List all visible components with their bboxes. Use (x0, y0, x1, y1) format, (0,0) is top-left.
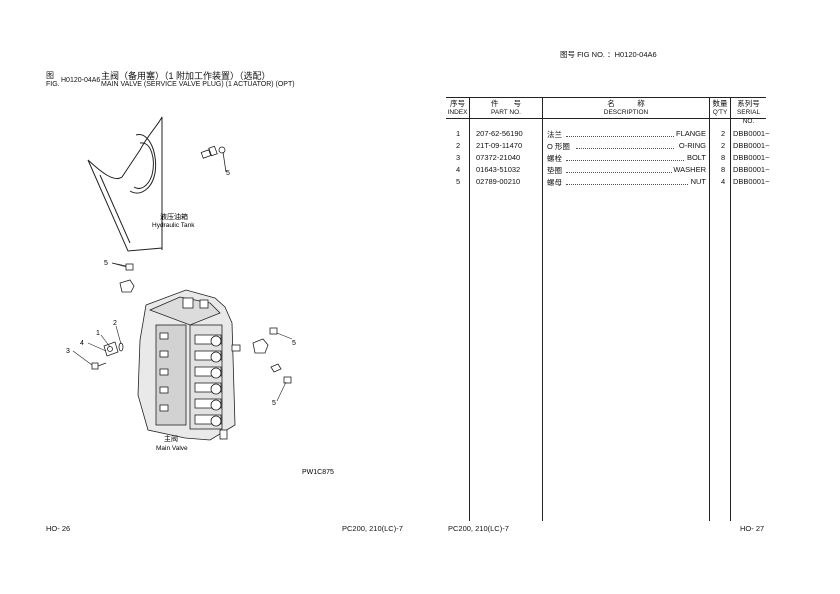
header-serial-en: SERIAL NO. (736, 109, 761, 125)
right-fittings (219, 327, 292, 440)
row-desc-en: FLANGE (675, 129, 706, 138)
right-fig-number: 图号 FIG NO. ：H0120-04A6 (560, 50, 657, 59)
page-title-en: MAIN VALVE (SERVICE VALVE PLUG) (1 ACTUA… (101, 81, 295, 88)
row-serial: DBB0001~ (733, 129, 770, 138)
row-desc-en: NUT (690, 177, 706, 186)
row-part-no: 07372-21040 (476, 153, 521, 162)
header-desc-zh: 名 称 (607, 99, 645, 108)
hydraulic-tank-label-zh: 液压油箱 (160, 212, 188, 221)
callout-number: 5 (272, 400, 276, 407)
fig-label-zh: 图 (46, 71, 54, 80)
row-desc-en: BOLT (686, 153, 706, 162)
callout-number: 5 (104, 260, 108, 267)
row-serial: DBB0001~ (733, 153, 770, 162)
table-row: 2 21T-09-11470 O 形圈 O-RING 2 DBB0001~ (446, 141, 770, 153)
fitting-near-tank (200, 145, 227, 173)
callout-number: 5 (292, 340, 296, 347)
table-row: 5 02789-00210 螺母 NUT 4 DBB0001~ (446, 177, 770, 189)
row-desc-en: WASHER (673, 165, 706, 174)
callout-number: 2 (113, 320, 117, 327)
header-desc-en: DESCRIPTION (603, 109, 649, 116)
fig-number: H0120-04A6 (61, 77, 101, 84)
leader-lines (72, 262, 293, 402)
fig-label-en: FIG. (46, 81, 60, 88)
row-desc-zh: 法兰 (547, 130, 562, 139)
main-valve-label-zh: 主阀 (164, 434, 178, 443)
main-valve-label-en: Main Valve (156, 445, 188, 452)
upper-left-fitting (111, 262, 135, 293)
row-qty: 8 (721, 153, 726, 162)
leader-dots (566, 154, 684, 161)
row-part-no: 207-62-56190 (476, 129, 523, 138)
row-desc-zh: 螺栓 (547, 154, 562, 163)
leader-dots (576, 142, 674, 149)
table-row: 4 01643-51032 垫圈 WASHER 8 DBB0001~ (446, 165, 770, 177)
row-part-no: 01643-51032 (476, 165, 521, 174)
parts-table: 序号 INDEX 件 号 PART NO. 名 称 DESCRIPTION 数量… (446, 97, 770, 521)
bolt-part (91, 362, 107, 370)
hydraulic-tank-label-en: Hydraulic Tank (152, 222, 195, 229)
callout-number: 1 (96, 330, 100, 337)
callout-number: 4 (80, 340, 84, 347)
table-row: 3 07372-21040 螺栓 BOLT 8 DBB0001~ (446, 153, 770, 165)
row-index: 2 (456, 141, 461, 150)
row-index: 4 (456, 165, 461, 174)
callout-number: 5 (226, 170, 230, 177)
row-index: 3 (456, 153, 461, 162)
row-desc-zh: 垫圈 (547, 166, 562, 175)
right-model: PC200, 210(LC)-7 (448, 524, 509, 533)
header-part-zh: 件 号 (491, 99, 521, 108)
header-serial-zh: 系列号 (737, 99, 760, 108)
o-ring-part (118, 342, 124, 352)
row-desc-zh: O 形圈 (547, 142, 570, 151)
header-qty-en: Q'TY (712, 109, 728, 116)
row-serial: DBB0001~ (733, 141, 770, 150)
leader-dots (566, 166, 672, 173)
header-qty-zh: 数量 (712, 99, 728, 108)
exploded-parts-diagram: 5 5 1 2 4 3 5 5 液压油箱 Hydraulic Tank 主阀 M… (66, 116, 334, 476)
leader-dots (566, 130, 674, 137)
row-part-no: 21T-09-11470 (476, 141, 523, 150)
main-valve-drawing (137, 289, 241, 441)
row-part-no: 02789-00210 (476, 177, 521, 186)
leader-dots (566, 178, 688, 185)
row-qty: 2 (721, 129, 726, 138)
drawing-code: PW1C875 (302, 469, 334, 476)
callout-number: 3 (66, 348, 70, 355)
row-qty: 4 (721, 177, 726, 186)
hydraulic-tank-drawing (87, 116, 163, 252)
page-title-zh: 主阀（备用塞）（1 附加工作装置）（选配） (101, 71, 271, 81)
row-serial: DBB0001~ (733, 177, 770, 186)
right-page-number: HO- 27 (740, 524, 765, 533)
row-serial: DBB0001~ (733, 165, 770, 174)
header-index-zh: 序号 (450, 99, 465, 108)
header-index-en: INDEX (447, 109, 468, 116)
left-page-number: HO- 26 (46, 524, 71, 533)
table-row: 1 207-62-56190 法兰 FLANGE 2 DBB0001~ (446, 129, 770, 141)
left-model: PC200, 210(LC)-7 (342, 524, 403, 533)
row-qty: 2 (721, 141, 726, 150)
flange-part (103, 341, 119, 357)
row-index: 5 (456, 177, 461, 186)
header-part-en: PART NO. (491, 109, 521, 116)
row-desc-en: O-RING (678, 141, 706, 150)
row-index: 1 (456, 129, 461, 138)
row-qty: 8 (721, 165, 726, 174)
row-desc-zh: 螺母 (547, 178, 562, 187)
